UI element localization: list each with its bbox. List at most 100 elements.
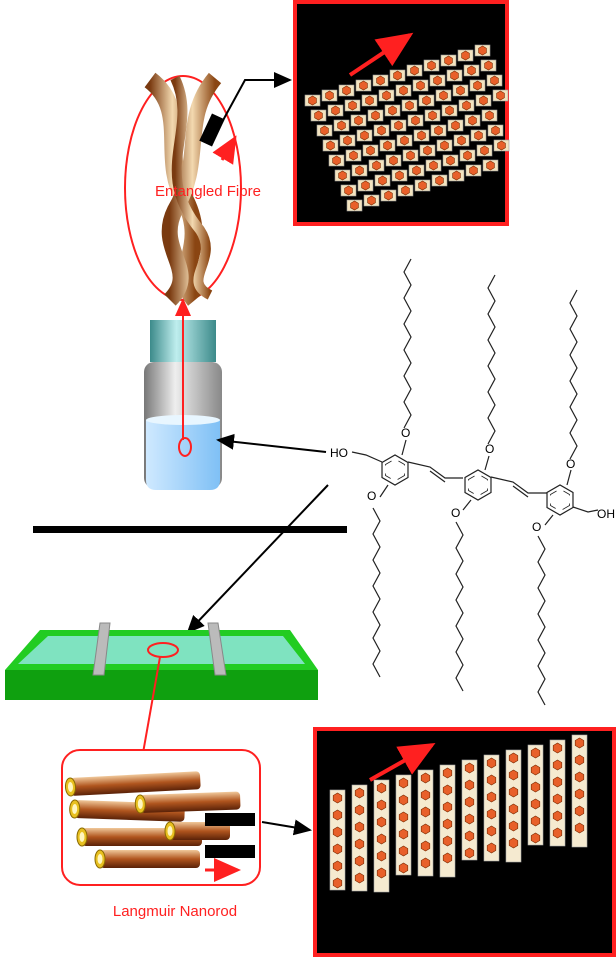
benzene-ring bbox=[464, 469, 492, 501]
fibre-rod bbox=[408, 164, 425, 177]
fibre-rod bbox=[458, 99, 475, 112]
fibre-rod bbox=[373, 124, 390, 137]
nanorod-packing-panel bbox=[313, 727, 616, 957]
langmuir-trough bbox=[5, 622, 318, 772]
fibre-rod bbox=[362, 144, 379, 157]
fibre-rod bbox=[379, 139, 396, 152]
fibre-rod bbox=[447, 119, 464, 132]
fibre-rod bbox=[385, 154, 402, 167]
nanorod-column bbox=[483, 754, 500, 862]
fibre-rod bbox=[384, 104, 401, 117]
fibre-rod bbox=[389, 69, 406, 82]
fibre-rod bbox=[340, 184, 357, 197]
fibre-rod bbox=[452, 84, 469, 97]
fibre-rod bbox=[435, 89, 452, 102]
fibre-rod bbox=[418, 94, 435, 107]
nanorod-column bbox=[527, 744, 544, 846]
fibre-rod bbox=[351, 164, 368, 177]
nanorod-column bbox=[417, 769, 434, 877]
fibre-rod bbox=[459, 149, 476, 162]
aromatic-bonds bbox=[550, 488, 570, 512]
fibre-rod bbox=[350, 114, 367, 127]
fibre-direction-arrow bbox=[348, 32, 414, 77]
fibre-rod bbox=[321, 89, 338, 102]
nanorod-column bbox=[373, 779, 390, 893]
entangled-fibre-inset: Entangled Fibre bbox=[124, 72, 261, 306]
fibre-rod bbox=[390, 119, 407, 132]
fibre-rod bbox=[368, 159, 385, 172]
bond bbox=[372, 507, 381, 678]
fibre-zoom-arrow bbox=[214, 72, 292, 136]
oxygen-label: O bbox=[566, 457, 575, 471]
bond bbox=[544, 514, 554, 526]
fibre-rod bbox=[397, 184, 414, 197]
fibre-rod-lattice bbox=[304, 44, 510, 212]
fibre-rod bbox=[396, 134, 413, 147]
fibre-rod bbox=[474, 44, 491, 57]
langmuir-nanorod-inset: Langmuir Nanorod bbox=[61, 749, 261, 920]
fibre-rod bbox=[423, 59, 440, 72]
entangled-fibre-label: Entangled Fibre bbox=[155, 183, 261, 200]
aromatic-bonds bbox=[385, 458, 405, 482]
nanorod-column bbox=[549, 739, 566, 847]
fibre-rod bbox=[413, 129, 430, 142]
fibre-rod bbox=[407, 114, 424, 127]
bond bbox=[512, 485, 529, 498]
bond bbox=[403, 258, 412, 429]
fibre-rod bbox=[346, 199, 363, 212]
film-marker bbox=[147, 642, 179, 658]
bond bbox=[407, 461, 463, 479]
fibre-rod bbox=[304, 94, 321, 107]
fibre-rod bbox=[367, 109, 384, 122]
benzene-ring bbox=[546, 484, 574, 516]
fibre-rod bbox=[464, 114, 481, 127]
fibre-rod bbox=[361, 94, 378, 107]
fibre-rod bbox=[440, 54, 457, 67]
fibre-rod bbox=[425, 159, 442, 172]
nanorod-zoom-arrow bbox=[261, 819, 312, 836]
fibre-rod bbox=[372, 74, 389, 87]
fibre-rod bbox=[334, 169, 351, 182]
nanorod-direction-arrow bbox=[369, 743, 436, 782]
nanorod-column bbox=[461, 759, 478, 861]
fibre-rod bbox=[441, 104, 458, 117]
bond bbox=[569, 289, 578, 460]
fibre-rod bbox=[469, 79, 486, 92]
bond bbox=[462, 499, 472, 511]
oxygen-label: O bbox=[401, 426, 410, 440]
fibre-rod bbox=[431, 174, 448, 187]
fibre-rod bbox=[395, 84, 412, 97]
bond bbox=[566, 469, 572, 486]
fibre-rod bbox=[357, 179, 374, 192]
bond bbox=[484, 455, 490, 471]
fibre-rod bbox=[487, 124, 504, 137]
nanorod-column bbox=[571, 734, 588, 848]
nanorod bbox=[94, 849, 200, 869]
fibre-rod bbox=[442, 154, 459, 167]
benzene-ring bbox=[381, 454, 409, 486]
fibre-rod bbox=[476, 144, 493, 157]
bond bbox=[429, 470, 446, 483]
fibre-packing-panel bbox=[293, 0, 510, 226]
fibre-rod bbox=[457, 49, 474, 62]
bond bbox=[487, 274, 496, 445]
bond bbox=[351, 451, 383, 463]
fibre-rod bbox=[363, 194, 380, 207]
oxygen-label: O bbox=[532, 520, 541, 534]
fibre-rod bbox=[470, 129, 487, 142]
fibre-rod bbox=[412, 79, 429, 92]
aromatic-bonds bbox=[468, 473, 488, 497]
langmuir-arrow bbox=[186, 484, 329, 634]
oxygen-label: O bbox=[367, 489, 376, 503]
fibre-rod bbox=[339, 134, 356, 147]
nanorod bbox=[64, 771, 201, 797]
fibre-rod bbox=[475, 94, 492, 107]
fibre-rod bbox=[463, 64, 480, 77]
fibre-rod bbox=[344, 99, 361, 112]
fibre-rod bbox=[430, 124, 447, 137]
fibre-rod bbox=[419, 144, 436, 157]
bond bbox=[379, 484, 389, 498]
fibre-rod bbox=[310, 109, 327, 122]
fibre-rod bbox=[429, 74, 446, 87]
solution-arrow bbox=[216, 433, 327, 453]
